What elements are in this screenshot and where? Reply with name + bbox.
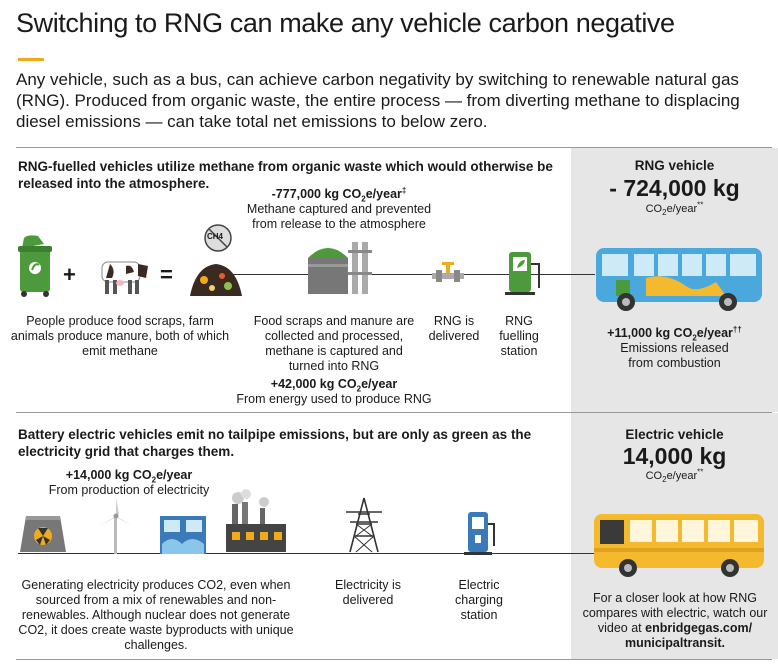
digester-plant-icon [308, 242, 372, 294]
electric-vehicle-value: 14,000 kg [622, 443, 727, 469]
wind-turbine-icon [100, 498, 132, 554]
title-accent-bar [18, 58, 44, 61]
rng-delivered-text: RNG is delivered [428, 314, 480, 343]
green-bin-icon [18, 235, 52, 297]
equals-sign: = [160, 262, 173, 287]
plus-sign: + [63, 262, 76, 287]
rng-vehicle-unit: CO2e/year** [645, 200, 704, 218]
closer-look-block: For a closer look at how RNG compares wi… [578, 591, 772, 651]
rng-production-value: +42,000 kg CO [270, 377, 357, 391]
ev-heading: Battery electric vehicles emit no tailpi… [18, 427, 532, 459]
divider-middle [16, 412, 772, 413]
generating-electricity-text: Generating electricity produces CO2, eve… [18, 578, 294, 652]
electric-vehicle-unit: CO2e/year** [645, 467, 704, 485]
factory-icon [226, 489, 286, 552]
hydro-dam-icon [160, 516, 206, 554]
collected-processed-text: Food scraps and manure are collected and… [253, 314, 415, 373]
page-title: Switching to RNG can make any vehicle ca… [16, 8, 675, 38]
nuclear-plant-icon [20, 516, 66, 552]
rng-bus-icon [596, 248, 762, 311]
rng-heading: RNG-fuelled vehicles utilize methane fro… [18, 159, 553, 191]
closer-look-text: For a closer look at how RNG compares wi… [582, 591, 768, 635]
divider-bottom [16, 659, 772, 660]
rng-process-line [210, 274, 595, 275]
electric-bus-icon [594, 514, 764, 577]
ev-station-text: Electric charging station [455, 578, 503, 622]
captured-value: -777,000 kg CO [271, 187, 362, 201]
ev-production-desc: From production of electricity [48, 483, 210, 497]
methane-captured-block: -777,000 kg CO2e/year‡ Methane captured … [244, 186, 434, 232]
people-produce-text: People produce food scraps, farm animals… [10, 314, 230, 358]
electric-vehicle-title: Electric vehicle [625, 427, 724, 442]
rng-production-desc: From energy used to produce RNG [236, 392, 432, 406]
waste-pile-icon [190, 224, 242, 296]
combustion-value: +11,000 kg CO [607, 326, 693, 340]
rng-station-text: RNG fuelling station [499, 314, 539, 358]
pipe-valve-icon [432, 262, 464, 282]
intro-paragraph: Any vehicle, such as a bus, can achieve … [16, 70, 740, 131]
enbridge-link[interactable]: enbridgegas.com/ municipaltransit. [624, 621, 753, 650]
ev-process-line [18, 553, 604, 554]
rng-vehicle-value: - 724,000 kg [609, 175, 740, 201]
captured-desc: Methane captured and prevented from rele… [246, 202, 432, 231]
ev-production-value: +14,000 kg CO [65, 468, 152, 482]
ch4-label: CH4 [207, 232, 224, 241]
cow-icon [101, 261, 148, 294]
rng-vehicle-title: RNG vehicle [634, 158, 715, 173]
electricity-delivered-text: Electricity is delivered [335, 578, 401, 607]
transmission-tower-icon [346, 497, 382, 553]
divider-top [16, 147, 772, 148]
ev-production-block: +14,000 kg CO2e/year From production of … [20, 468, 238, 498]
ev-charger-icon [464, 512, 495, 555]
rng-pump-icon [505, 252, 540, 295]
combustion-desc: Emissions released from combustion [620, 341, 729, 370]
rng-production-block: +42,000 kg CO2e/year From energy used to… [214, 377, 454, 407]
rng-combustion-block: +11,000 kg CO2e/year†† Emissions release… [607, 324, 742, 370]
